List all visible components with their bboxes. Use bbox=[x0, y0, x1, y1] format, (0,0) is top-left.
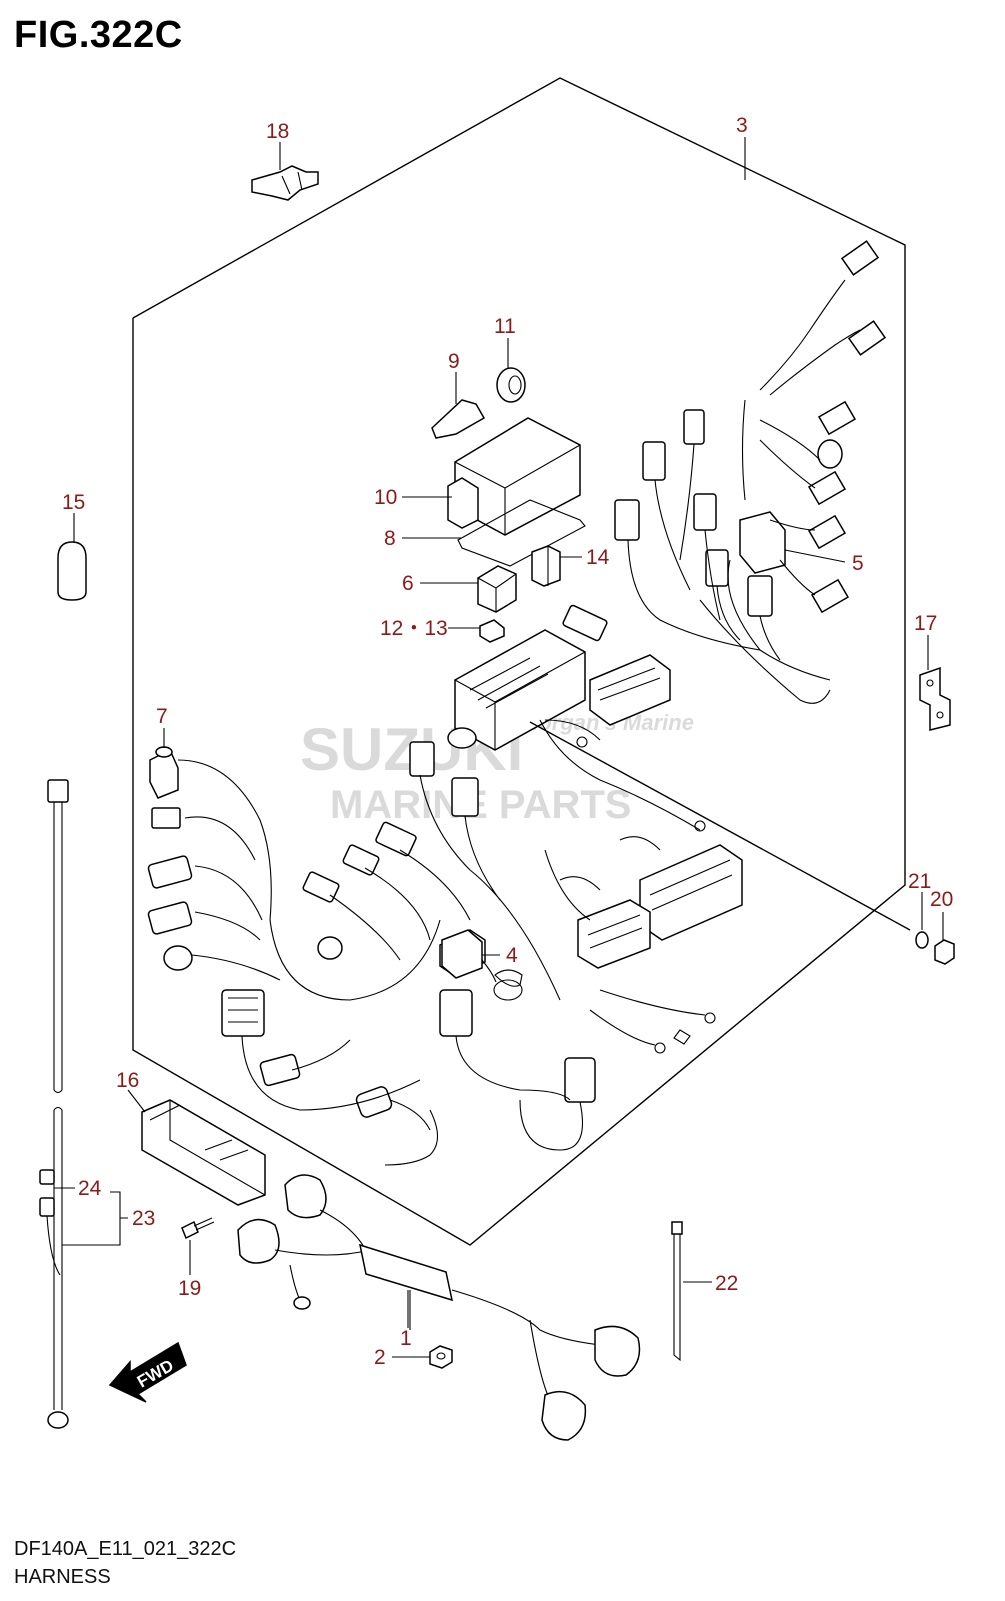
callout-1: 1 bbox=[400, 1327, 412, 1350]
callout-5: 5 bbox=[852, 552, 864, 575]
ground-cable-part-4 bbox=[441, 929, 523, 1001]
callout-21: 21 bbox=[908, 870, 931, 893]
callout-22: 22 bbox=[715, 1272, 738, 1295]
callout-20: 20 bbox=[930, 888, 953, 911]
junction-box-cover-part-10 bbox=[447, 417, 581, 536]
assembly-boundary bbox=[132, 77, 906, 1246]
fwd-arrow-icon: FWD bbox=[108, 1341, 187, 1403]
callout-8: 8 bbox=[384, 527, 396, 550]
bracket-part-17 bbox=[919, 666, 951, 731]
callout-4: 4 bbox=[506, 944, 518, 967]
callout-numbers: 3 18 11 9 10 8 14 6 12・13 5 15 17 7 21 2… bbox=[62, 114, 953, 1369]
callout-17: 17 bbox=[914, 612, 937, 635]
bolt-leader-line bbox=[529, 721, 911, 931]
grommet-part-11 bbox=[496, 367, 526, 403]
nut-part-20 bbox=[934, 939, 955, 965]
screw-part-19 bbox=[181, 1217, 215, 1240]
callout-15: 15 bbox=[62, 491, 85, 514]
cable-tie-part-22 bbox=[671, 1221, 683, 1362]
callout-10: 10 bbox=[374, 486, 397, 509]
washer-part-21 bbox=[915, 931, 929, 949]
callout-23: 23 bbox=[132, 1207, 155, 1230]
callout-7: 7 bbox=[156, 705, 168, 728]
ecu-connectors bbox=[544, 836, 743, 969]
figure-title: FIG.322C bbox=[14, 14, 183, 56]
plate-part-16 bbox=[141, 1099, 266, 1206]
figure-code: DF140A_E11_021_322C bbox=[14, 1538, 237, 1560]
relay-part-6 bbox=[477, 565, 517, 613]
watermark-bottom: MARINE PARTS bbox=[330, 783, 631, 827]
callout-19: 19 bbox=[178, 1277, 201, 1300]
callout-3: 3 bbox=[736, 114, 748, 137]
callout-14: 14 bbox=[586, 546, 610, 569]
upper-right-connectors bbox=[699, 240, 887, 704]
callout-11: 11 bbox=[494, 315, 516, 338]
center-connectors bbox=[221, 719, 716, 1166]
harness-part-1 bbox=[237, 1174, 641, 1441]
seal-part-8 bbox=[457, 499, 586, 567]
relay-part-14 bbox=[531, 545, 561, 587]
nut-part-2 bbox=[429, 1345, 453, 1369]
leader-lines bbox=[54, 137, 944, 1358]
callout-9: 9 bbox=[448, 350, 460, 373]
clip-part-18 bbox=[251, 165, 319, 201]
callout-24: 24 bbox=[78, 1177, 102, 1200]
fuse-puller-part-9 bbox=[431, 399, 486, 439]
callout-6: 6 bbox=[402, 572, 414, 595]
cap-part-15 bbox=[57, 541, 87, 601]
middle-connector-cluster bbox=[562, 409, 781, 726]
callout-18: 18 bbox=[266, 120, 289, 143]
ground-wire-part-23 bbox=[39, 779, 128, 1429]
callout-12-13: 12・13 bbox=[380, 617, 448, 640]
callout-2: 2 bbox=[374, 1346, 386, 1369]
figure-name: HARNESS bbox=[14, 1566, 111, 1588]
fuse-part-12-13 bbox=[479, 619, 505, 643]
junction-box bbox=[447, 629, 586, 751]
callout-16: 16 bbox=[116, 1069, 139, 1092]
left-connectors bbox=[147, 746, 441, 1001]
